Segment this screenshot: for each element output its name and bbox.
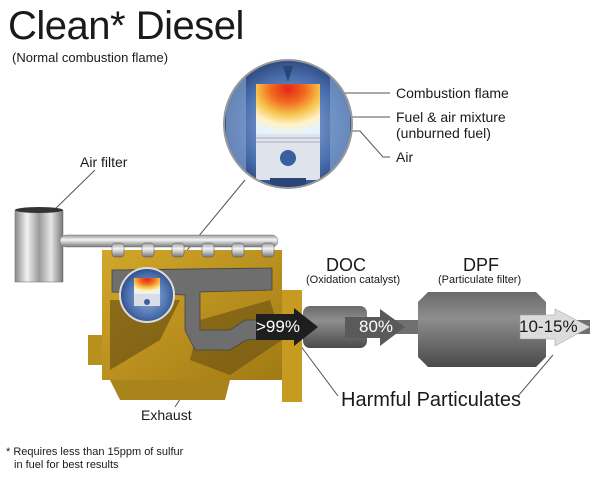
small-cylinder-inset	[120, 268, 174, 322]
footnote-line-1: * Requires less than 15ppm of sulfur	[6, 446, 184, 458]
magnified-cylinder	[224, 60, 352, 188]
page-title: Clean* Diesel	[8, 4, 244, 48]
dpf-description: (Particulate filter)	[438, 274, 522, 286]
footnote-line-2: in fuel for best results	[14, 459, 119, 471]
label-air-filter: Air filter	[80, 154, 128, 170]
dpf-title: DPF	[463, 255, 499, 275]
label-air: Air	[396, 149, 414, 165]
engine-block-graphic	[88, 242, 302, 402]
label-unburned-fuel: (unburned fuel)	[396, 125, 491, 141]
label-fuel-air-mixture: Fuel & air mixture	[396, 109, 506, 125]
particulate-arrows	[256, 308, 591, 347]
footnote: * Requires less than 15ppm of sulfur in …	[6, 446, 183, 472]
stage-after-doc-value: 80%	[359, 317, 394, 336]
dpf-canister-graphic	[418, 292, 546, 367]
stage-after-dpf-value: 10-15%	[519, 317, 578, 336]
harmful-particulates-label: Harmful Particulates	[341, 389, 522, 411]
doc-description: (Oxidation catalyst)	[306, 274, 401, 286]
air-filter-graphic	[14, 207, 279, 283]
label-combustion-flame: Combustion flame	[396, 85, 509, 101]
page-subtitle: (Normal combustion flame)	[12, 50, 169, 65]
doc-title: DOC	[326, 255, 366, 275]
stage-engine-out-value: >99%	[256, 317, 300, 336]
label-exhaust: Exhaust	[141, 407, 192, 423]
